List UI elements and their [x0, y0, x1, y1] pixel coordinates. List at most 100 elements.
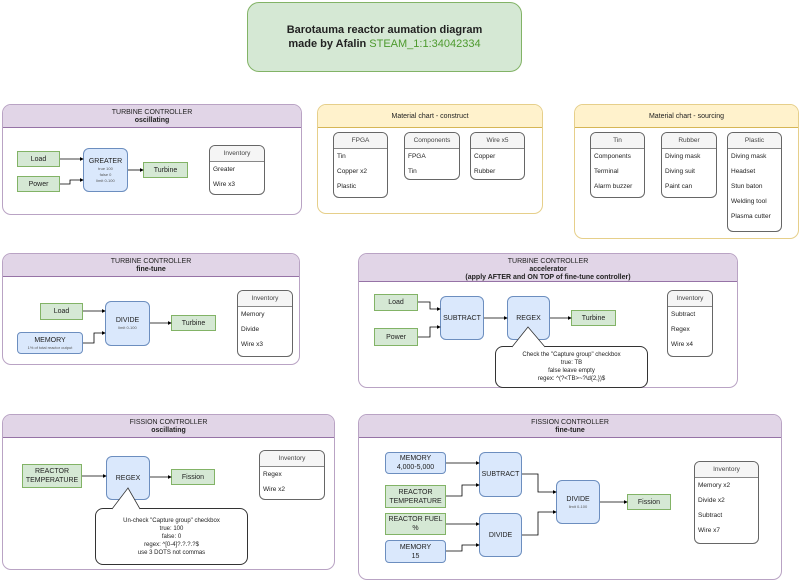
list-item: Components: [594, 153, 631, 160]
reactor-fuel-node: REACTOR FUEL %: [385, 513, 446, 535]
list-item: Diving mask: [731, 153, 767, 160]
node-label: MEMORY: [399, 455, 432, 462]
inventory-header: Inventory: [210, 146, 264, 162]
panel-title: FISSION CONTROLLER: [531, 419, 609, 426]
list-item: Wire x3: [241, 341, 264, 348]
list-item: Subtract: [671, 311, 696, 318]
greater-node: GREATER true 100 false 0 limit 0-100: [83, 148, 128, 192]
fission-node: Fission: [171, 469, 215, 485]
memory-node: MEMORY 15: [385, 540, 446, 563]
list-item: Wire x3: [213, 181, 236, 188]
panel-title: TURBINE CONTROLLER: [110, 258, 192, 265]
list-item: Copper x2: [337, 168, 367, 175]
list-item: FPGA: [408, 153, 426, 160]
panel-header: Material chart - construct: [318, 105, 542, 128]
list-item: Tin: [408, 168, 417, 175]
list-item: Divide: [241, 326, 260, 333]
reactor-temperature-node: REACTOR TEMPERATURE: [385, 485, 446, 508]
node-label: MEMORY: [34, 336, 66, 344]
divide-limit-node: DIVIDE limit 0-100: [556, 480, 600, 524]
subtract-node: SUBTRACT: [479, 452, 522, 497]
fpga-table: FPGA Tin Copper x2 Plastic: [333, 132, 388, 198]
inventory-header: Inventory: [260, 451, 324, 467]
divide-node: DIVIDE limit 0-100: [105, 301, 150, 346]
turbine-node: Turbine: [143, 162, 188, 178]
list-item: Divide x2: [698, 497, 725, 504]
table-header: Components: [405, 133, 459, 149]
power-node: Power: [17, 176, 60, 192]
callout-line: false leave empty: [548, 368, 595, 374]
table-header: Tin: [591, 133, 644, 149]
list-item: Rubber: [474, 168, 496, 175]
list-item: Wire x7: [698, 527, 721, 534]
panel-subtitle: fine-tune: [136, 266, 166, 273]
rubber-table: Rubber Diving mask Diving suit Paint can: [661, 132, 717, 198]
inventory-header: Inventory: [238, 291, 292, 307]
node-note: limit 0-100: [568, 503, 588, 509]
node-note: 1% of total reactor output: [27, 344, 73, 350]
callout-line: false: 0: [161, 533, 182, 540]
callout-line: Check the "Capture group" checkbox: [522, 352, 621, 358]
list-item: Terminal: [594, 168, 619, 175]
subtract-node: SUBTRACT: [440, 296, 484, 340]
load-node: Load: [374, 294, 418, 311]
turbine-node: Turbine: [571, 310, 616, 326]
callout-line: Un-check "Capture group" checkbox: [123, 517, 220, 524]
inventory-list: Inventory Regex Wire x2: [259, 450, 325, 500]
node-label: GREATER: [88, 157, 123, 165]
list-item: Welding tool: [731, 198, 767, 205]
regex-callout: Check the "Capture group" checkbox true:…: [495, 346, 648, 388]
node-note: limit 0-100: [118, 325, 137, 330]
list-item: Stun baton: [731, 183, 763, 190]
regex-callout: Un-check "Capture group" checkbox true: …: [95, 508, 248, 565]
panel-subtitle-note: (apply AFTER and ON TOP of fine-tune con…: [465, 274, 631, 281]
callout-line: use 3 DOTS not commas: [137, 549, 206, 556]
reactor-temperature-node: REACTOR TEMPERATURE: [22, 464, 82, 488]
list-item: Diving suit: [665, 168, 695, 175]
inventory-list: Inventory Memory x2 Divide x2 Subtract W…: [694, 461, 759, 544]
callout-line: true: TB: [560, 360, 583, 366]
list-item: Memory: [241, 311, 265, 318]
steam-id: STEAM_1:1:34042334: [369, 38, 481, 50]
node-label: MEMORY: [399, 543, 432, 551]
list-item: Alarm buzzer: [594, 183, 633, 190]
plastic-table: Plastic Diving mask Headset Stun baton W…: [727, 132, 782, 232]
list-item: Headset: [731, 168, 756, 175]
power-node: Power: [374, 328, 418, 346]
callout-line: regex: ^(?<TB>~?\d{2,})$: [537, 376, 606, 382]
list-item: Subtract: [698, 512, 723, 519]
node-label: DIVIDE: [115, 317, 140, 324]
inventory-list: Inventory Greater Wire x3: [209, 145, 265, 195]
diagram-title: Barotauma reactor aumation diagram made …: [247, 2, 522, 72]
title-line2: made by Afalin STEAM_1:1:34042334: [288, 37, 480, 51]
list-item: Regex: [671, 326, 690, 333]
panel-subtitle: fine-tune: [555, 427, 585, 434]
list-item: Plastic: [337, 183, 357, 190]
list-item: Greater: [213, 166, 236, 173]
memory-node: MEMORY 1% of total reactor output: [17, 332, 83, 354]
callout-line: true: 100: [159, 525, 184, 532]
node-note: false 0: [99, 171, 112, 177]
list-item: Wire x2: [263, 486, 286, 493]
list-item: Wire x4: [671, 341, 694, 348]
turbine-node: Turbine: [171, 315, 216, 331]
table-header: Plastic: [728, 133, 781, 149]
panel-title: FISSION CONTROLLER: [129, 419, 208, 426]
inventory-header: Inventory: [668, 291, 712, 307]
list-item: Copper: [474, 153, 496, 160]
node-value: 4,000-5,000: [396, 464, 435, 471]
table-header: Rubber: [662, 133, 716, 149]
regex-node: REGEX: [106, 456, 150, 500]
inventory-list: Inventory Memory Divide Wire x3: [237, 290, 293, 357]
panel-subtitle: oscillating: [134, 117, 170, 124]
list-item: Memory x2: [698, 482, 731, 489]
list-item: Plasma cutter: [731, 213, 771, 220]
list-item: Diving mask: [665, 153, 701, 160]
wire-table: Wire x5 Copper Rubber: [470, 132, 525, 180]
panel-header: Material chart - sourcing: [575, 105, 798, 128]
inventory-header: Inventory: [695, 462, 758, 478]
